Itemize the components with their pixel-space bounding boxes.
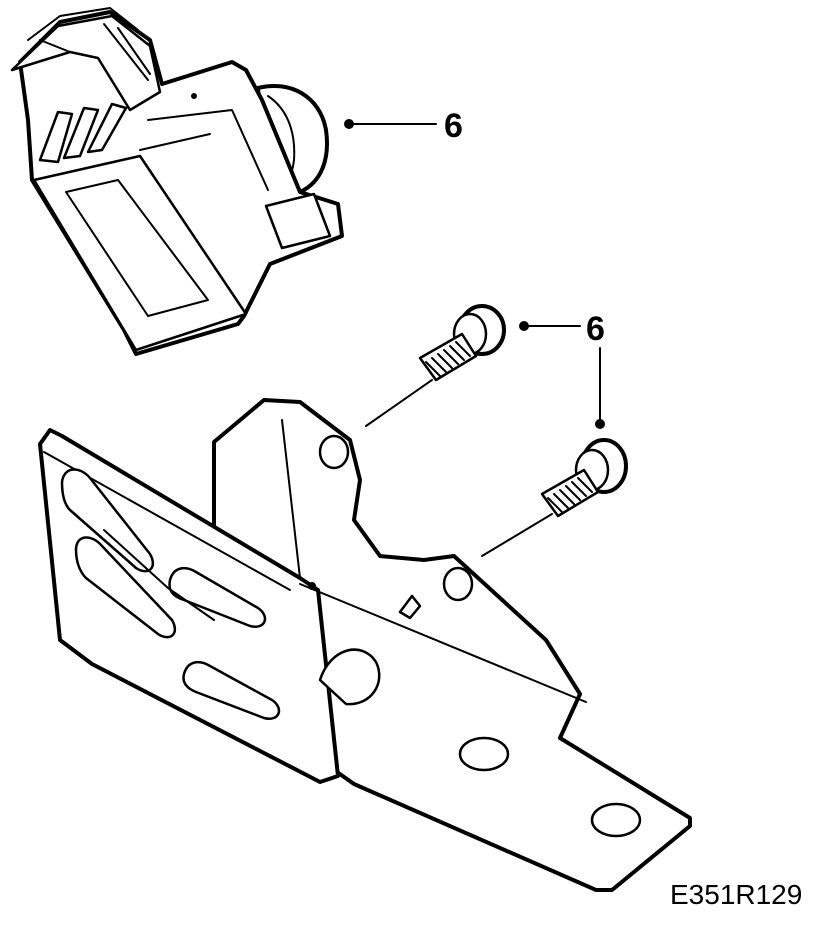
screws-leader — [519, 321, 605, 429]
mounting-bracket — [38, 398, 692, 892]
sensor-leader — [344, 119, 437, 129]
screws-callout-number: 6 — [586, 310, 605, 348]
screw-upper-axis — [365, 379, 433, 427]
screw-lower — [540, 438, 628, 518]
figure-code: E351R129 — [670, 879, 802, 910]
sensor-callout-number: 6 — [444, 107, 463, 145]
screw-upper — [418, 304, 506, 382]
screw-lower-axis — [481, 513, 553, 557]
sensor-module — [10, 7, 344, 356]
